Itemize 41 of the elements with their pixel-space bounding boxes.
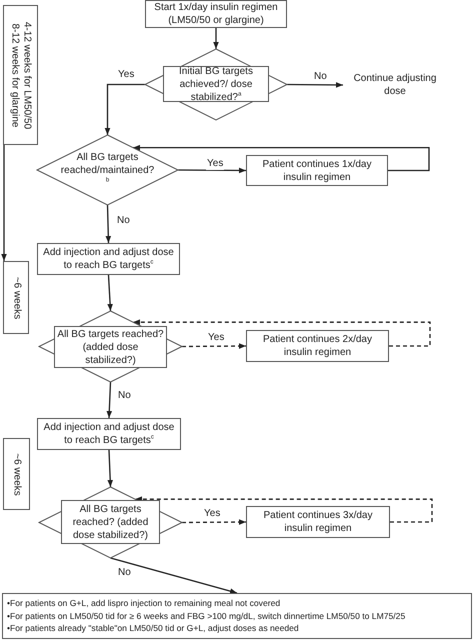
bullet-note: •For patients on G+L, add lispro injection to remaining meal not covered (7, 597, 282, 610)
duration-text: ~6 weeks (10, 452, 22, 496)
outcome-text: Continue adjusting dose (343, 72, 447, 98)
decision-diamond (39, 487, 182, 558)
process-box: Add injection and adjust dose to reach BG targets$^{c}$ (37, 418, 181, 450)
process-box: Patient continues 3x/day insulin regimen (246, 506, 390, 538)
process-box: Patient continues 1x/day insulin regimen (246, 155, 388, 186)
process-box: Start 1x/day insulin regimen (LM50/50 or glargine) (145, 0, 287, 28)
dashed-arrow (135, 496, 433, 523)
duration-box (3, 5, 38, 145)
question-box: All BG targets reached? (added dose stabilized?) (54, 326, 167, 368)
note-box (2, 593, 472, 639)
decision-diamond (37, 135, 178, 205)
arrow (178, 168, 246, 174)
arrow (107, 450, 114, 488)
arrow (106, 382, 112, 418)
dashed-arrow (182, 519, 246, 525)
duration-text: ~6 weeks (10, 276, 22, 319)
decision-diamond (39, 311, 182, 382)
arrow (133, 144, 430, 172)
decision-diamond (145, 49, 287, 120)
question-box: All BG targets reached? (added dose stabilized?) (61, 500, 160, 544)
duration-text: 4-12 weeks for LM50/50 (20, 21, 32, 129)
bullet-note: •For patients on LM50/50 tid for ≥ 6 weeks and FBG >100 mg/dL, switch dinnertime LM50/50 to LM75/25 (7, 610, 406, 622)
duration-box (3, 438, 30, 510)
arrow (104, 84, 145, 135)
question-box: Initial BG targets achieved?/ dose stabilized?$^{a}$ (163, 66, 269, 102)
arrow (107, 274, 113, 312)
arrow (213, 28, 219, 49)
arrow (287, 82, 343, 88)
arrow (106, 204, 112, 244)
duration-text: 8-12 weeks for glargine (9, 23, 20, 127)
dashed-arrow (182, 343, 246, 349)
dashed-arrow (133, 319, 431, 347)
arrow (110, 557, 238, 594)
arrow (1, 145, 7, 261)
edge-label: Yes (206, 158, 224, 170)
process-box: Add injection and adjust dose to reach BG targets$^{c}$ (37, 243, 180, 275)
duration-box (3, 261, 29, 334)
bullet-note: •For patients already "stable"on LM50/50 tid or G+L, adjust doses as needed (7, 622, 300, 635)
process-box: Patient continues 2x/day insulin regimen (246, 330, 389, 362)
